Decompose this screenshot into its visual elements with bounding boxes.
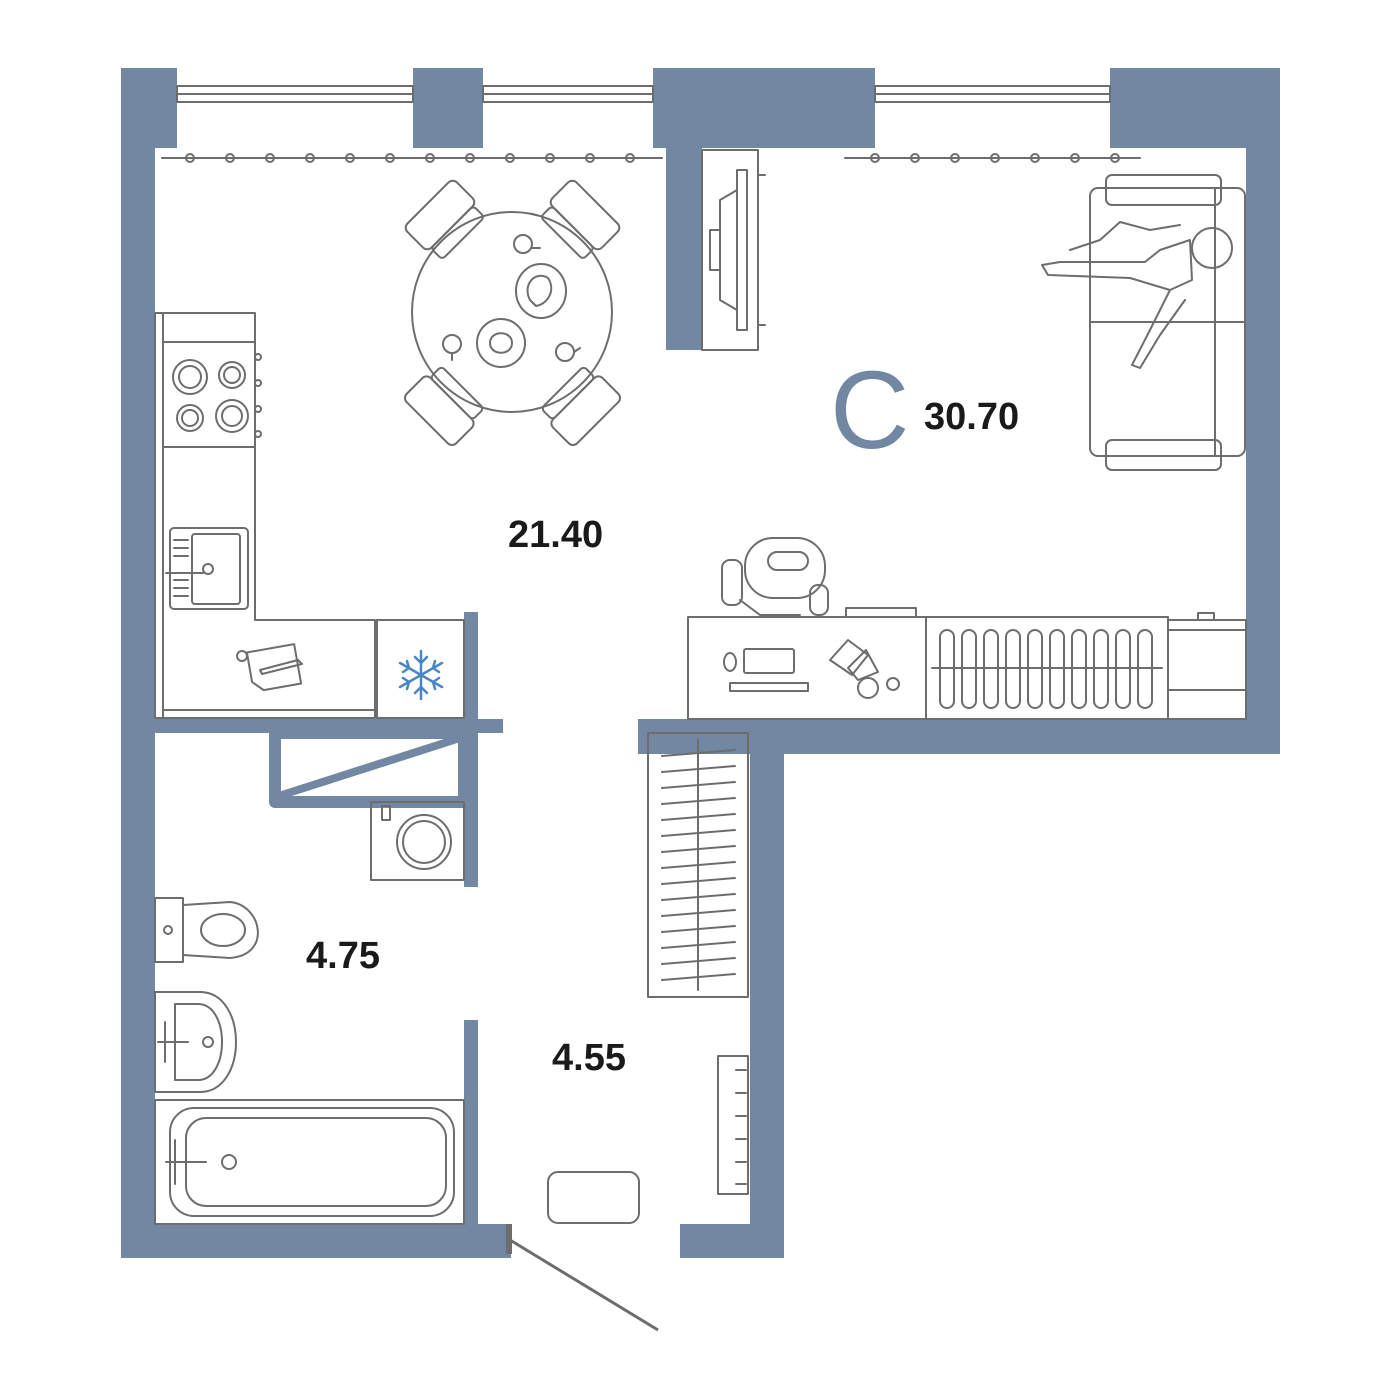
snowflake-icon xyxy=(376,619,465,719)
washbasin-icon xyxy=(154,991,237,1093)
office-chair-icon xyxy=(721,537,829,616)
washing-machine-icon xyxy=(269,727,470,881)
computer-icon xyxy=(687,607,927,720)
bathtub-icon xyxy=(154,1099,465,1225)
radiator-icon xyxy=(925,612,1247,720)
shoe-rack-icon xyxy=(717,1055,749,1195)
stove-icon xyxy=(154,312,376,719)
door-icon xyxy=(506,1224,659,1332)
doormat-icon xyxy=(547,1171,640,1224)
toilet-icon xyxy=(154,897,259,963)
radiator-icon xyxy=(161,153,1141,163)
tv-stand-icon xyxy=(701,149,766,351)
dining-table-icon xyxy=(411,211,613,413)
walls xyxy=(121,68,1280,1258)
sofa-icon xyxy=(1089,174,1246,471)
wardrobe-icon xyxy=(647,732,749,998)
cutting-board-icon xyxy=(236,643,303,692)
living-room-area: 30.70 xyxy=(924,396,1020,438)
sink-icon xyxy=(165,527,249,610)
hallway-area: 4.55 xyxy=(552,1037,626,1079)
person-icon xyxy=(1041,221,1233,369)
kitchen-area: 21.40 xyxy=(508,514,604,556)
chair-icon xyxy=(404,179,621,446)
cup-icon xyxy=(442,234,581,362)
plate-icon xyxy=(476,263,567,368)
window-icon xyxy=(176,85,1111,103)
bathroom-area: 4.75 xyxy=(306,935,380,977)
apartment-type-badge: С xyxy=(830,349,910,472)
